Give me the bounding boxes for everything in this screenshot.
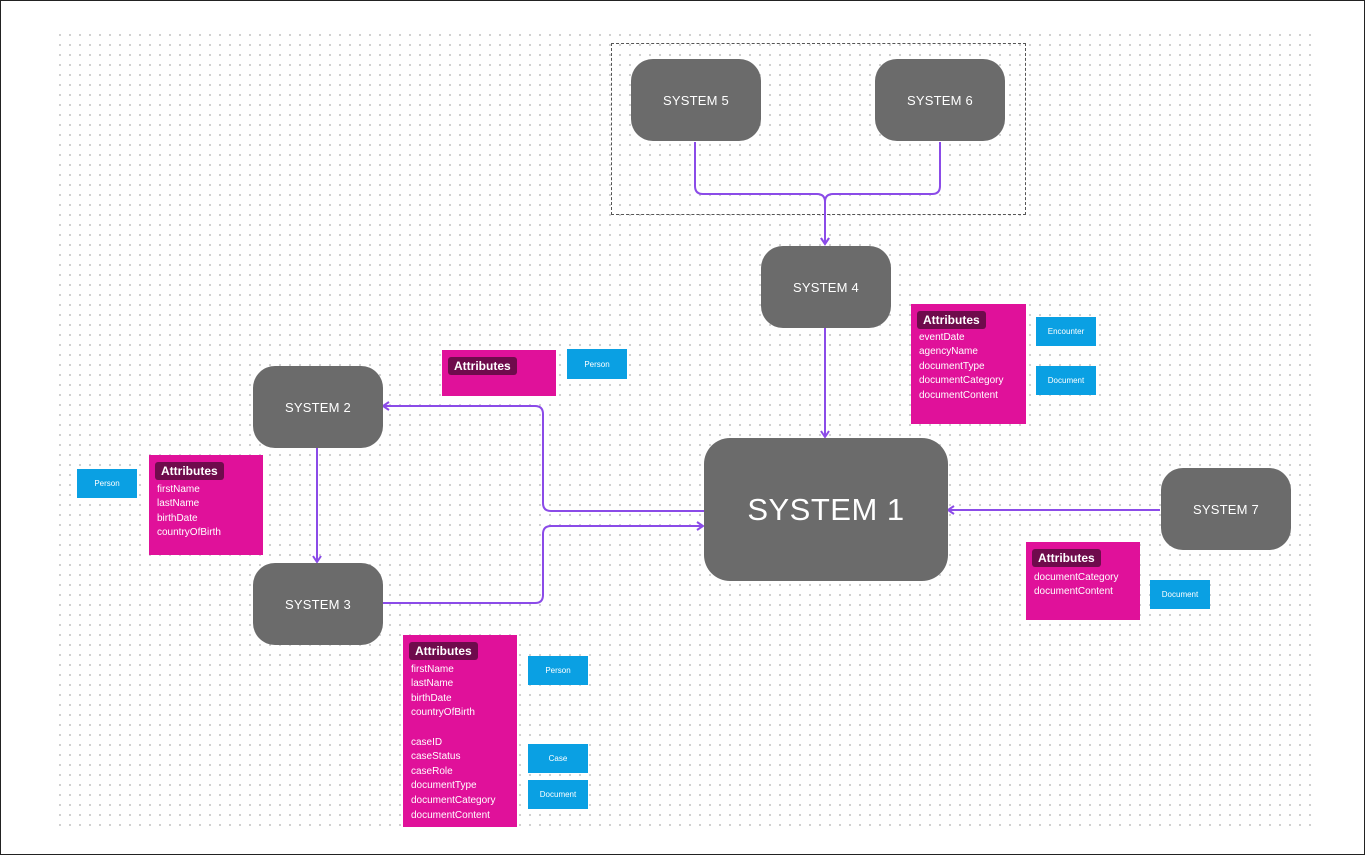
attribute-item: caseRole xyxy=(411,765,453,777)
attribute-item: documentContent xyxy=(919,389,998,401)
attribute-item: lastName xyxy=(157,498,200,510)
attributes-box-s2-s3-link[interactable]: Attributes personID firstName lastName b… xyxy=(149,455,263,555)
connector-s5-to-s4[interactable] xyxy=(694,142,830,246)
system-7-node[interactable]: SYSTEM 7 xyxy=(1161,468,1291,550)
attribute-item: eventDate xyxy=(919,331,965,343)
attribute-item: documentCategory xyxy=(411,794,496,806)
attributes-box-s2-link[interactable]: Attributes personID xyxy=(442,350,556,396)
attribute-item: documentType xyxy=(411,780,477,792)
connector-s3-to-s1[interactable] xyxy=(383,521,705,604)
attributes-header: Attributes xyxy=(155,462,224,480)
attribute-item: documentCategory xyxy=(1034,571,1119,583)
entity-tag-person[interactable]: Person xyxy=(77,469,137,498)
attributes-box-s4-link[interactable]: Attributes eventID eventDate agencyName … xyxy=(911,304,1026,424)
system-5-node[interactable]: SYSTEM 5 xyxy=(631,59,761,141)
connector-s6-to-s4[interactable] xyxy=(820,142,941,246)
entity-tag-case[interactable]: Case xyxy=(528,744,588,773)
entity-tag-encounter[interactable]: Encounter xyxy=(1036,317,1096,346)
entity-tag-document[interactable]: Document xyxy=(1036,366,1096,395)
attribute-item: birthDate xyxy=(157,512,198,524)
attribute-item: documentContent xyxy=(1034,586,1113,598)
attributes-header: Attributes xyxy=(1032,549,1101,567)
entity-tag-person[interactable]: Person xyxy=(567,349,627,379)
attribute-item: documentContent xyxy=(411,809,490,821)
system-6-node[interactable]: SYSTEM 6 xyxy=(875,59,1005,141)
attributes-header: Attributes xyxy=(448,357,517,375)
entity-tag-document[interactable]: Document xyxy=(528,780,588,809)
attribute-item: birthDate xyxy=(411,692,452,704)
system-3-node[interactable]: SYSTEM 3 xyxy=(253,563,383,645)
attribute-item: documentCategory xyxy=(919,375,1004,387)
system-group-boundary[interactable] xyxy=(611,43,1026,215)
attributes-header: Attributes xyxy=(409,642,478,660)
attribute-item: caseID xyxy=(411,736,443,748)
attributes-box-s7-link[interactable]: Attributes documentType documentCategory… xyxy=(1026,542,1140,620)
entity-tag-person[interactable]: Person xyxy=(528,656,588,685)
attribute-item: lastName xyxy=(411,678,454,690)
entity-tag-document[interactable]: Document xyxy=(1150,580,1210,609)
attributes-header: Attributes xyxy=(917,311,986,329)
attribute-item: firstName xyxy=(157,483,200,495)
connector-s1-to-s2[interactable] xyxy=(381,401,705,512)
attribute-item: firstName xyxy=(411,663,454,675)
system-4-node[interactable]: SYSTEM 4 xyxy=(761,246,891,328)
attribute-gap xyxy=(411,721,517,736)
attribute-item: documentType xyxy=(919,360,985,372)
system-2-node[interactable]: SYSTEM 2 xyxy=(253,366,383,448)
attributes-box-s3-link[interactable]: Attributes personID firstName lastName b… xyxy=(403,635,517,827)
attribute-item: caseStatus xyxy=(411,751,461,763)
system-1-node[interactable]: SYSTEM 1 xyxy=(704,438,948,581)
attribute-item: countryOfBirth xyxy=(157,527,221,539)
attribute-item: countryOfBirth xyxy=(411,707,475,719)
attribute-item: agencyName xyxy=(919,346,978,358)
